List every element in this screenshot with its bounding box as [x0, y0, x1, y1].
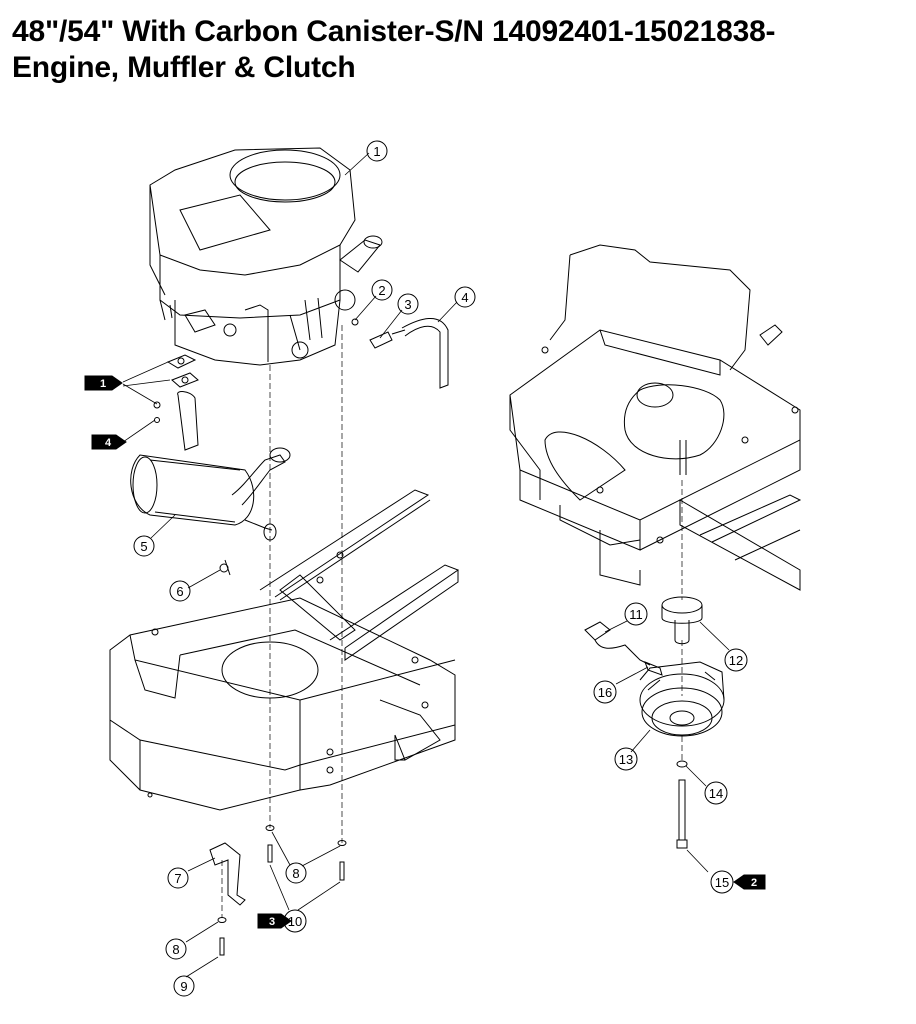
note-flag-4 — [91, 434, 127, 450]
wire-harness — [584, 621, 663, 676]
callout-12: 12 — [729, 653, 743, 668]
callout-5-circle — [133, 535, 155, 557]
note-4: 4 — [105, 437, 112, 449]
callout-7-circle — [167, 867, 189, 889]
exhaust-gaskets — [153, 354, 199, 423]
leader-lines — [122, 152, 730, 978]
note-flags: 1 4 3 2 — [84, 375, 766, 929]
diagram-title: 48"/54" With Carbon Canister-S/N 1409240… — [12, 14, 907, 86]
engine — [149, 147, 383, 366]
callout-3: 3 — [404, 297, 411, 312]
note-2: 2 — [751, 877, 757, 889]
callout-numbers: 1 2 3 4 5 6 7 8 8 9 10 11 12 13 14 15 16 — [140, 144, 743, 994]
callout-14-circle — [704, 781, 728, 805]
spacer — [661, 596, 703, 645]
callout-16-circle — [593, 680, 617, 704]
callout-bubbles — [133, 140, 748, 997]
callout-8a-circle — [285, 862, 307, 884]
callout-4-circle — [454, 286, 476, 308]
fuel-fittings — [351, 318, 449, 389]
callout-4: 4 — [461, 290, 468, 305]
callout-9: 9 — [180, 979, 187, 994]
callout-15-circle — [710, 870, 734, 894]
nut — [219, 563, 229, 573]
callout-7: 7 — [174, 871, 181, 886]
title-line-1: 48"/54" With Carbon Canister-S/N 1409240… — [12, 15, 776, 48]
callout-13-circle — [614, 747, 638, 771]
note-flag-2 — [733, 874, 766, 890]
callout-1-circle — [366, 140, 388, 162]
callout-8b-circle — [165, 938, 187, 960]
callout-5: 5 — [140, 539, 147, 554]
callout-2-circle — [371, 279, 393, 301]
callout-6: 6 — [176, 584, 183, 599]
callout-6-circle — [169, 580, 191, 602]
callout-8: 8 — [292, 866, 299, 881]
callout-11: 11 — [629, 607, 643, 622]
callout-8: 8 — [172, 942, 179, 957]
title-line-2: Engine, Muffler & Clutch — [12, 51, 356, 84]
bracket — [209, 842, 246, 906]
callout-1: 1 — [373, 144, 380, 159]
engine-frame-assembly — [509, 244, 802, 591]
chassis-frame — [109, 489, 460, 811]
note-1: 1 — [100, 378, 106, 390]
alignment-lines-left — [221, 325, 343, 918]
callout-15: 15 — [715, 875, 729, 890]
clutch — [639, 661, 725, 737]
callout-10: 10 — [288, 914, 302, 929]
clutch-bolt — [676, 760, 688, 849]
callout-16: 16 — [598, 685, 612, 700]
callout-13: 13 — [619, 752, 633, 767]
note-flag-3 — [257, 913, 292, 929]
callout-11-circle — [624, 602, 648, 626]
bolts-washers — [217, 825, 347, 956]
callout-2: 2 — [378, 283, 385, 298]
muffler — [130, 391, 291, 541]
callout-3-circle — [397, 293, 419, 315]
callout-12-circle — [724, 648, 748, 672]
note-3: 3 — [269, 916, 275, 928]
callout-9-circle — [173, 975, 195, 997]
callout-14: 14 — [709, 786, 723, 801]
note-flag-1 — [84, 375, 123, 391]
